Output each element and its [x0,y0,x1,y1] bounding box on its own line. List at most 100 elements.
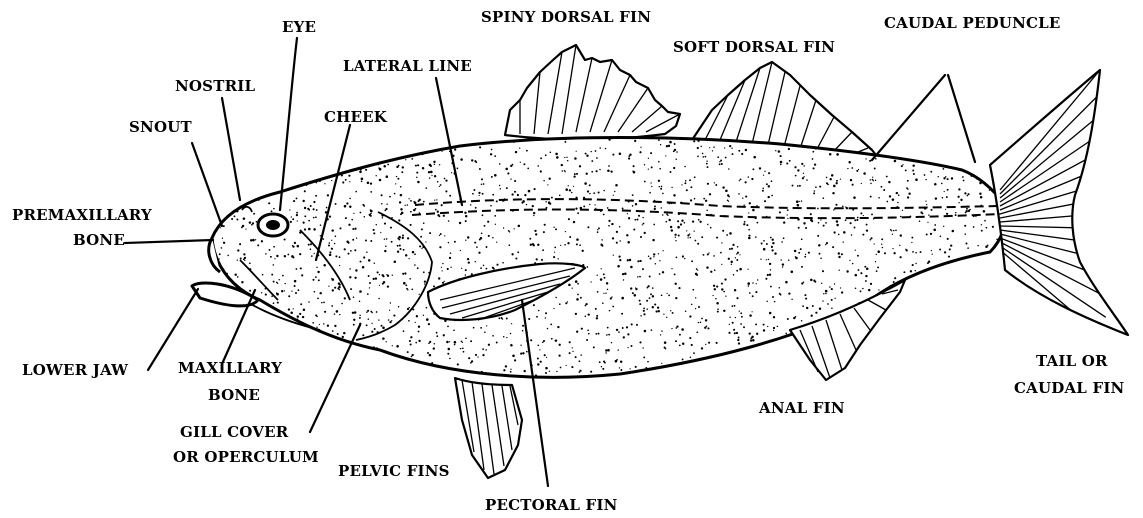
stipple-dot [987,155,989,157]
stipple-dot [722,376,723,377]
stipple-dot [931,142,933,144]
stipple-dot [643,310,645,312]
stipple-dot [418,200,420,202]
stipple-dot [310,205,312,207]
stipple-dot [366,162,368,164]
stipple-dot [510,165,512,167]
stipple-dot [964,312,966,314]
stipple-dot [738,342,740,344]
stipple-dot [349,276,351,278]
stipple-dot [888,346,891,349]
stipple-dot [684,222,686,224]
stipple-dot [441,376,443,378]
stipple-dot [506,337,507,338]
stipple-dot [991,317,993,319]
stipple-dot [675,240,676,241]
stipple-dot [214,180,216,182]
stipple-dot [973,340,974,341]
stipple-dot [453,329,455,331]
stipple-dot [763,329,765,331]
stipple-dot [469,141,470,142]
stipple-dot [924,156,926,158]
stipple-dot [731,264,732,265]
stipple-dot [619,226,621,228]
stipple-dot [320,135,322,137]
stipple-dot [266,148,268,150]
stipple-dot [779,293,781,295]
stipple-dot [630,368,631,369]
stipple-dot [329,215,331,217]
stipple-dot [612,381,613,382]
stipple-dot [989,372,990,373]
stipple-dot [671,328,672,329]
label-cheek: CHEEK [324,108,388,126]
stipple-dot [942,197,944,199]
stipple-dot [448,242,449,243]
stipple-dot [208,331,209,332]
stipple-dot [832,192,834,194]
stipple-dot [409,307,410,308]
stipple-dot [640,315,641,316]
stipple-dot [439,246,441,248]
stipple-dot [212,333,214,335]
stipple-dot [944,374,945,375]
stipple-dot [468,261,470,263]
stipple-dot [803,173,804,174]
stipple-dot [754,363,756,365]
stipple-dot [223,242,225,244]
stipple-dot [668,295,670,297]
stipple-dot [656,310,658,312]
stipple-dot [316,316,318,318]
stipple-dot [759,167,761,169]
stipple-dot [433,347,435,349]
stipple-dot [382,283,384,285]
stipple-dot [733,274,735,276]
stipple-dot [547,328,549,330]
stipple-dot [579,360,581,362]
stipple-dot [876,254,877,255]
stipple-dot [1002,351,1004,353]
stipple-dot [596,157,598,159]
stipple-dot [561,164,563,166]
stipple-dot [454,341,457,344]
stipple-dot [981,323,984,326]
stipple-dot [302,137,304,139]
stipple-dot [502,318,504,320]
stipple-dot [962,347,964,349]
stipple-dot [485,349,487,351]
stipple-dot [323,323,325,325]
stipple-dot [442,282,444,284]
stipple-dot [974,344,976,346]
stipple-dot [307,137,309,139]
stipple-dot [564,382,565,383]
stipple-dot [863,381,865,383]
stipple-dot [400,194,403,197]
stipple-dot [686,134,687,135]
stipple-dot [462,342,463,343]
stipple-dot [901,359,903,361]
stipple-dot [560,367,562,369]
stipple-dot [334,135,336,137]
stipple-dot [894,141,896,143]
stipple-dot [288,366,290,368]
stipple-dot [557,258,558,259]
stipple-dot [782,266,783,267]
stipple-dot [763,240,765,242]
stipple-dot [237,260,238,261]
stipple-dot [753,156,756,159]
stipple-dot [691,260,693,262]
stipple-dot [630,287,632,289]
stipple-dot [822,300,823,301]
stipple-dot [564,141,566,143]
stipple-dot [598,333,600,335]
stipple-dot [939,249,941,251]
stipple-dot [912,170,914,172]
stipple-dot [612,237,614,239]
stipple-dot [271,274,273,276]
stipple-dot [245,229,246,230]
stipple-dot [701,318,703,320]
stipple-dot [631,345,633,347]
stipple-dot [562,170,563,171]
stipple-dot [742,374,744,376]
stipple-dot [833,231,835,233]
